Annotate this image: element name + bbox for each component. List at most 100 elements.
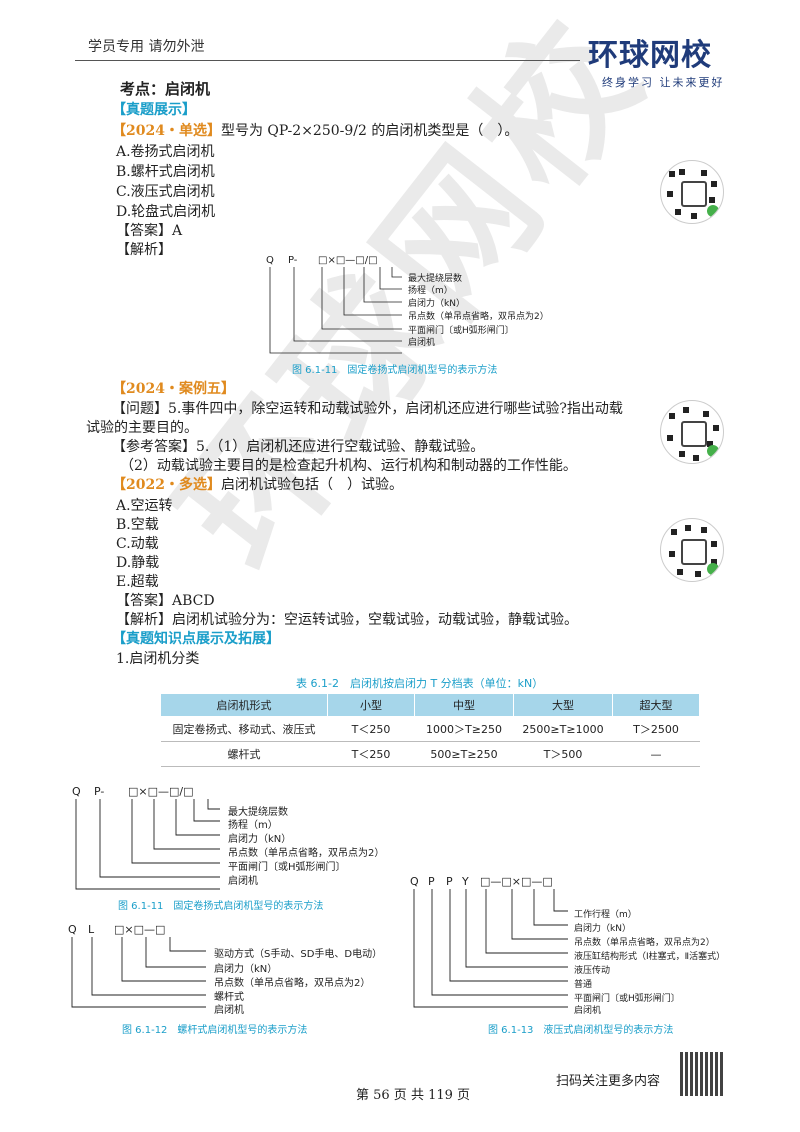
logo-main-text: 环球网校 (588, 38, 712, 73)
figure-top-label: 启闭力（kN） (408, 299, 465, 309)
section-knowledge-points: 【真题知识点展示及拓展】 (112, 631, 280, 647)
figure-a-code-p: P- (94, 785, 105, 798)
q1-line: 【2024・单选】型号为 QP-2×250-9/2 的启闭机类型是（ ）。 (112, 122, 518, 141)
table-cell: 螺杆式 (160, 741, 328, 767)
figure-top-code-q: Q (266, 255, 274, 266)
q2-reference-answer-2: （2）动载试验主要目的是检查起升机构、运行机构和制动器的工作性能。 (120, 458, 577, 474)
footer-qr-code-icon[interactable] (680, 1052, 724, 1096)
figure-c-label: 吊点数（单吊点省略，双吊点为2） (574, 938, 715, 948)
figure-a-label: 启闭力（kN） (228, 834, 292, 845)
table-cell: 1000＞T≥250 (414, 716, 514, 742)
figure-c-label: 普通 (574, 980, 593, 990)
figure-a-lines (75, 799, 220, 890)
figure-top-code-boxes: □×□—□/□ (318, 255, 378, 266)
table-header: 小型 (327, 693, 415, 717)
figure-c-lines (413, 889, 568, 1008)
figure-top-lines (269, 267, 402, 354)
figure-c-label: 启闭机 (574, 1006, 602, 1016)
figure-top-diagram: Q P- □×□—□/□ 最大提绕层数 扬程（m） 启闭力（kN） 吊点数（单吊… (262, 255, 562, 376)
table-cell: T＞500 (513, 741, 613, 767)
q1-stem: 型号为 QP-2×250-9/2 的启闭机类型是（ ）。 (220, 123, 519, 139)
logo-sub-text: 终身学习 让未来更好 (602, 76, 725, 89)
table-row: 固定卷扬式、移动式、液压式 T＜250 1000＞T≥250 2500≥T≥10… (160, 716, 700, 742)
figure-c-label: 液压缸结构形式（Ⅰ柱塞式，Ⅱ活塞式） (574, 952, 726, 962)
q2-question: 【问题】5.事件四中，除空运转和动载试验外，启闭机还应进行哪些试验?指出动载 (112, 401, 623, 417)
q1-option-d: D.轮盘式启闭机 (116, 204, 216, 220)
q1-answer: 【答案】A (116, 223, 183, 239)
table-cell: 500≥T≥250 (414, 741, 514, 767)
table-header: 超大型 (612, 693, 700, 717)
figure-c-code-q: Q (410, 875, 419, 888)
figure-c-code-y: Y (462, 875, 469, 888)
table-cell: 固定卷扬式、移动式、液压式 (160, 716, 328, 742)
table-caption: 表 6.1-2 启闭机按启闭力 T 分档表（单位：kN） (296, 677, 544, 690)
figure-c-caption: 图 6.1-13 液压式启闭机型号的表示方法 (488, 1025, 674, 1036)
figure-b-label: 启闭机 (214, 1005, 244, 1016)
q1-option-b: B.螺杆式启闭机 (116, 164, 215, 180)
figure-top-label: 吊点数（单吊点省略，双吊点为2） (408, 312, 549, 322)
figure-c-label: 液压传动 (574, 966, 611, 976)
figure-b-lines (71, 937, 206, 1008)
figure-c-label: 工作行程（m） (574, 910, 637, 920)
qr-code-icon[interactable] (660, 400, 724, 464)
figure-b-label: 驱动方式（S手动、SD手电、D电动） (214, 949, 383, 960)
figure-top-code-p: P- (288, 255, 298, 266)
figure-c-code-p2: P (446, 875, 453, 888)
q3-tag: 【2022・多选】 (112, 477, 221, 493)
figure-c-code-boxes: □—□×□—□ (480, 875, 553, 888)
qr-code-icon[interactable] (660, 160, 724, 224)
brand-logo: 环球网校 终身学习 让未来更好 (588, 30, 725, 90)
q3-option-c: C.动载 (116, 536, 159, 552)
q1-option-a: A.卷扬式启闭机 (116, 144, 215, 160)
figure-b-label: 吊点数（单吊点省略，双吊点为2） (214, 978, 371, 989)
figure-c-label: 平面闸门〔或H弧形闸门〕 (574, 994, 680, 1004)
figure-top-caption: 图 6.1-11 固定卷扬式启闭机型号的表示方法 (292, 365, 498, 376)
figure-a-label: 吊点数（单吊点省略，双吊点为2） (228, 848, 385, 859)
figure-a-code-q: Q (72, 785, 81, 798)
table-cell: 2500≥T≥1000 (513, 716, 613, 742)
q3-option-d: D.静载 (116, 555, 160, 571)
qr-code-icon[interactable] (660, 518, 724, 582)
figure-top-label: 平面闸门〔或H弧形闸门〕 (408, 326, 514, 336)
figure-b-label: 启闭力（kN） (214, 964, 278, 975)
q3-analysis: 【解析】启闭机试验分为：空运转试验，空载试验，动载试验，静载试验。 (116, 612, 578, 628)
section-real-questions: 【真题展示】 (112, 102, 196, 118)
figure-b-caption: 图 6.1-12 螺杆式启闭机型号的表示方法 (122, 1025, 308, 1036)
q1-analysis-label: 【解析】 (116, 242, 172, 258)
figure-b-label: 螺杆式 (214, 992, 244, 1003)
figure-top-label: 扬程（m） (408, 286, 453, 296)
item-1-title: 1.启闭机分类 (116, 651, 200, 667)
q3-line: 【2022・多选】启闭机试验包括（ ）试验。 (112, 476, 403, 495)
table-row: 螺杆式 T＜250 500≥T≥250 T＞500 — (160, 741, 700, 767)
page-number: 第 56 页 共 119 页 (356, 1088, 471, 1103)
q3-answer: 【答案】ABCD (116, 593, 215, 609)
q1-option-c: C.液压式启闭机 (116, 184, 215, 200)
q2-tag: 【2024・案例五】 (112, 381, 235, 397)
table-header: 启闭机形式 (160, 693, 328, 717)
figure-b-code-boxes: □×□—□ (114, 923, 166, 936)
figure-top-label: 最大提绕层数 (408, 274, 463, 284)
figure-a-label: 扬程（m） (228, 820, 278, 831)
table-header: 大型 (513, 693, 613, 717)
q3-option-b: B.空载 (116, 517, 159, 533)
figure-b-code-q: Q (68, 923, 77, 936)
classification-table: 启闭机形式 小型 中型 大型 超大型 固定卷扬式、移动式、液压式 T＜250 1… (160, 693, 700, 767)
figure-b-diagram: Q L □×□—□ 驱动方式（S手动、SD手电、D电动） 启闭力（kN） 吊点数… (66, 923, 396, 1036)
figure-a-diagram: Q P- □×□—□/□ 最大提绕层数 扬程（m） 启闭力（kN） 吊点数（单吊… (70, 785, 400, 912)
header-divider (75, 60, 580, 61)
q2-question-cont: 试验的主要目的。 (86, 420, 198, 436)
table-cell: T＞2500 (612, 716, 700, 742)
scan-follow-text: 扫码关注更多内容 (556, 1074, 661, 1089)
header-left-text: 学员专用 请勿外泄 (88, 39, 205, 55)
figure-a-code-boxes: □×□—□/□ (128, 785, 194, 798)
table-cell: — (612, 741, 700, 767)
topic-title: 考点：启闭机 (120, 80, 211, 98)
figure-top-label: 启闭机 (408, 338, 436, 348)
q3-option-e: E.超载 (116, 574, 159, 590)
figure-a-label: 平面闸门〔或H弧形闸门〕 (228, 862, 346, 873)
figure-c-code-p1: P (428, 875, 435, 888)
q3-stem: 启闭机试验包括（ ）试验。 (220, 477, 403, 493)
figure-a-label: 启闭机 (228, 876, 258, 887)
q2-reference-answer: 【参考答案】5.（1）启闭机还应进行空载试验、静载试验。 (112, 439, 485, 455)
figure-a-label: 最大提绕层数 (228, 807, 288, 818)
